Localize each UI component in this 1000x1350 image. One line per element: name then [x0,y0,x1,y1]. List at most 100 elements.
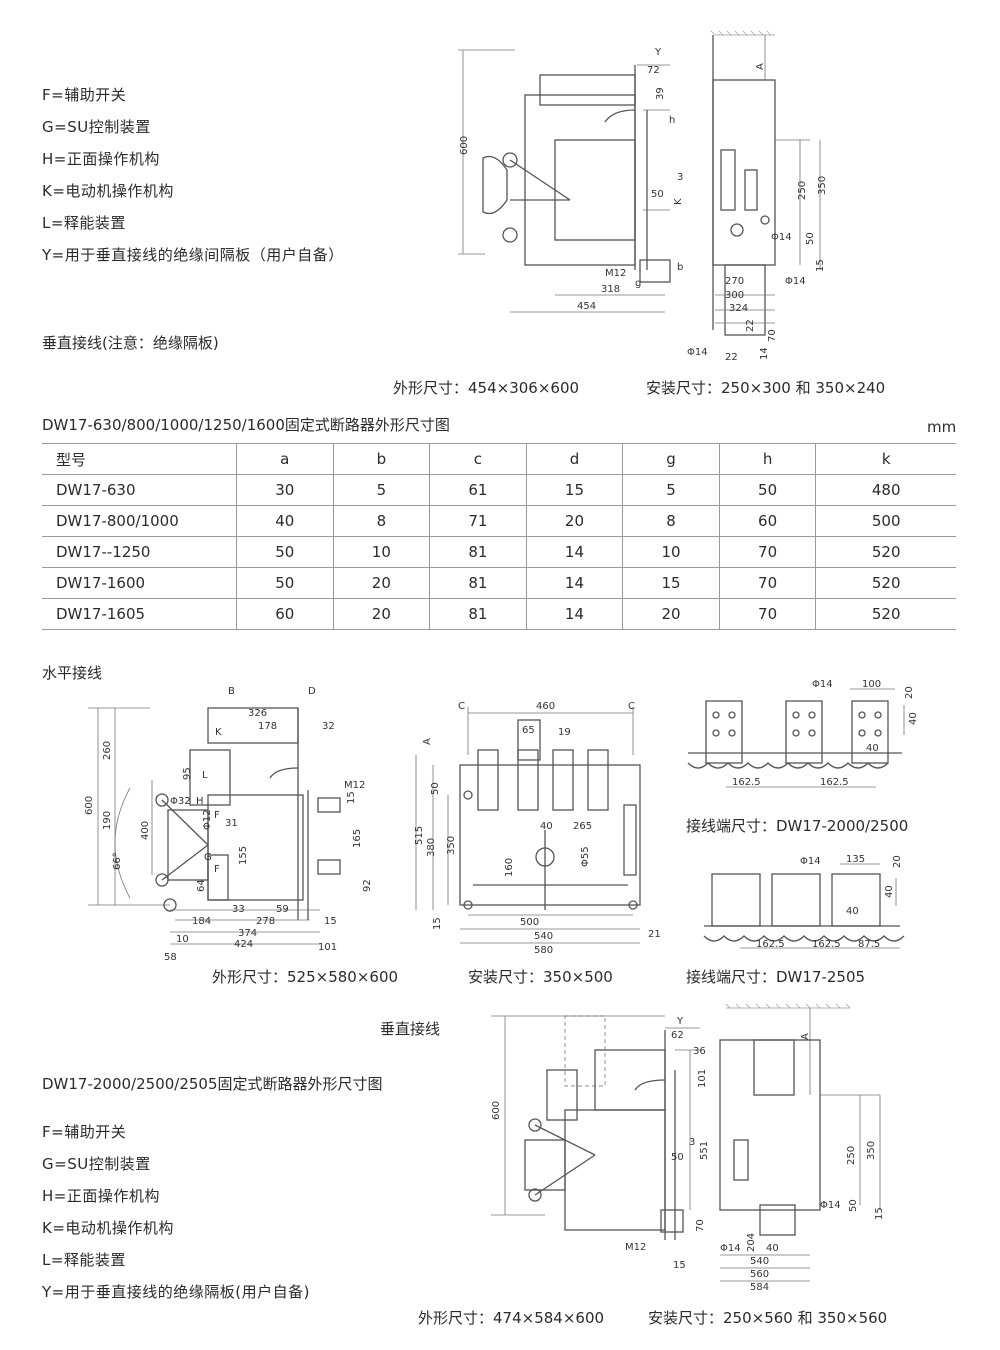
dim-label: 135 [846,854,865,865]
table-cell: 10 [332,536,430,568]
dim-label: 326 [248,708,267,719]
dim-label: 87.5 [858,939,880,950]
dim-label: 70 [695,1219,706,1232]
dim-label: 600 [84,796,95,815]
middle-front-view-drawing: C 460 C A 65 19 50 40 265 515 380 350 Φ5… [414,701,661,956]
table-header: g [622,443,720,475]
dim-label: 155 [238,846,249,865]
table-header-row: 型号 a b c d g h k [42,443,956,475]
dim-label: 162.5 [812,939,841,950]
bottom-front-view-drawing: A 250 350 Φ14 50 15 Φ14 204 40 540 560 5… [719,1003,885,1293]
dim-label: H [196,796,204,807]
dim-label: 190 [102,811,113,830]
dim-label: 318 [601,284,620,295]
table-cell: DW17-630 [42,474,237,506]
table-cell: 50 [236,567,334,599]
table-cell: 30 [236,474,334,506]
dim-label: 178 [258,721,277,732]
dim-label: K [673,198,684,205]
dim-label: 250 [846,1146,857,1165]
dim-label: A [422,738,433,745]
table-header: 型号 [42,443,237,475]
table-title: DW17-630/800/1000/1250/1600固定式断路器外形尺寸图 [42,416,450,434]
dim-label: Φ14 [800,856,821,867]
legend-line: H=正面操作机构 [42,150,160,168]
table-cell: 40 [236,505,334,537]
table-cell: 5 [622,474,720,506]
legend-line: G=SU控制装置 [42,1155,151,1173]
dim-label: 400 [140,821,151,840]
horizontal-wiring-label: 水平接线 [42,664,103,682]
table-cell: 20 [622,598,720,630]
table-header: k [815,443,956,475]
table-header: b [332,443,430,475]
table-cell: 5 [332,474,430,506]
dim-label: 15 [346,791,357,804]
table-cell: DW17--1250 [42,536,237,568]
dim-label: 66° [112,852,123,870]
table-row: DW17-630 30 5 61 15 5 50 480 [42,474,956,506]
dim-label: 162.5 [820,777,849,788]
terminal-drawing-2000-2500: Φ14 100 20 40 40 162.5 162.5 [687,679,919,788]
dim-label: 101 [318,942,337,953]
dim-label: D [308,686,316,697]
terminal-drawing-2505: Φ14 135 20 40 40 162.5 162.5 87.5 [703,854,905,950]
table-cell: 520 [815,567,956,599]
dim-label: 58 [164,952,177,963]
dim-label: 40 [766,1243,779,1254]
table-cell: 20 [332,567,430,599]
dim-label: 40 [540,821,553,832]
bottom-outline-size-caption: 外形尺寸：474×584×600 [418,1309,605,1327]
table-header: c [429,443,527,475]
dimension-table: 型号 a b c d g h k DW17-630 30 5 61 15 5 5… [42,443,956,630]
dim-label: 162.5 [732,777,761,788]
legend-line: Y=用于垂直接线的绝缘隔板(用户自备) [42,1283,310,1301]
legend-line: H=正面操作机构 [42,1187,160,1205]
dim-label: 515 [414,826,425,845]
legend-line: Y=用于垂直接线的绝缘间隔板（用户自备） [42,246,344,264]
dim-label: C [628,701,635,712]
dim-label: A [755,63,766,70]
table-row: DW17-1605 60 20 81 14 20 70 520 [42,598,956,630]
table-cell: 81 [429,567,527,599]
dim-label: 424 [234,939,253,950]
dim-label: 95 [182,767,193,780]
dim-label: G [204,852,212,863]
dim-label: 20 [892,855,903,868]
table-cell: 60 [718,505,816,537]
dim-label: 260 [102,741,113,760]
top-front-view-drawing: A 250 350 Φ14 50 15 270 Φ14 300 324 22 7… [687,30,828,363]
dim-label: 380 [426,838,437,857]
table-cell: 71 [429,505,527,537]
dim-label: 50 [651,189,664,200]
dim-label: 14 [759,347,770,360]
dim-label: 31 [225,818,238,829]
dim-label: 92 [362,879,373,892]
table-cell: 20 [332,598,430,630]
table-cell: 480 [815,474,956,506]
table-cell: 14 [525,536,623,568]
dim-label: 33 [232,904,245,915]
dim-label: 40 [908,712,919,725]
dim-label: 72 [647,65,660,76]
dim-label: 59 [276,904,289,915]
table-cell: 20 [525,505,623,537]
dim-label: Φ14 [771,232,792,243]
dim-label: 15 [673,1260,686,1271]
table-cell: 81 [429,598,527,630]
dim-label: b [677,262,683,273]
dim-label: 162.5 [756,939,785,950]
dim-label: 250 [797,181,808,200]
dim-label: 15 [815,259,826,272]
dim-label: 204 [746,1233,757,1252]
dim-label: M12 [605,268,626,279]
dim-label: 454 [577,301,596,312]
table-cell: 70 [718,536,816,568]
legend-line: K=电动机操作机构 [42,1219,174,1237]
table-cell: 15 [525,474,623,506]
dim-label: 600 [491,1101,502,1120]
table-header: a [236,443,334,475]
table-cell: 520 [815,598,956,630]
dim-label: 21 [648,929,661,940]
vertical-wiring-note: 垂直接线(注意：绝缘隔板) [42,334,219,352]
